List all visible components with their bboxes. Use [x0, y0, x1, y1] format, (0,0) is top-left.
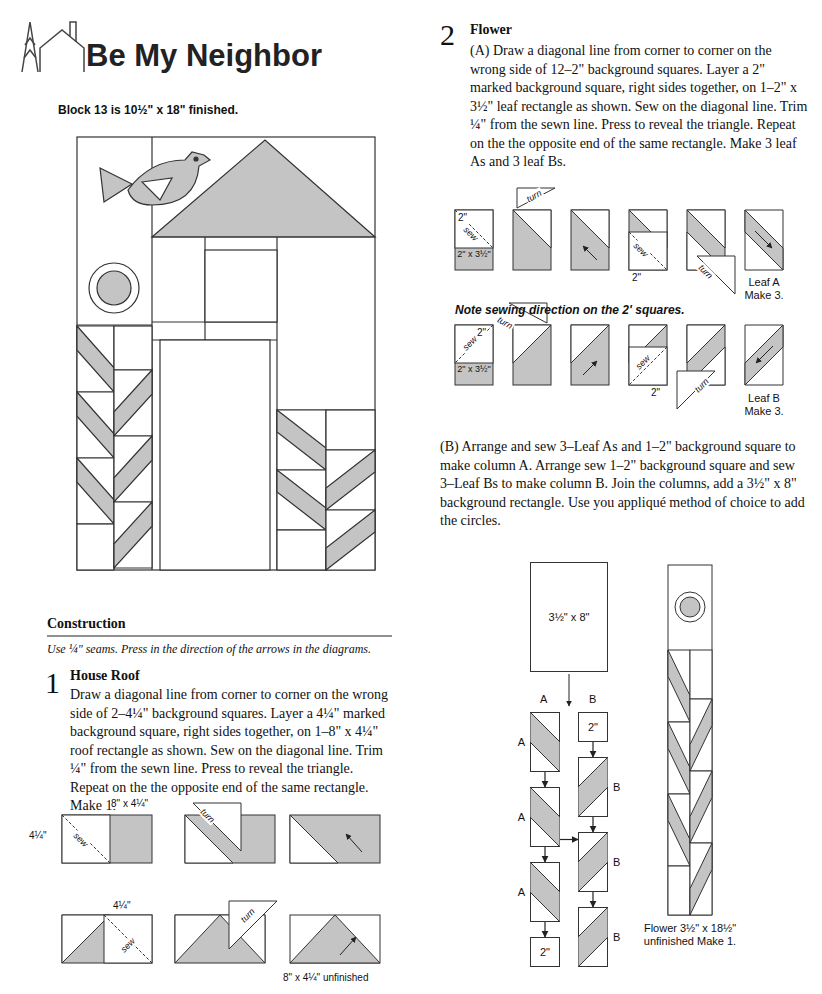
step-text: (B) Arrange and sew 3–Leaf As and 1–2" b…	[440, 438, 810, 531]
assembly-arrow	[592, 742, 593, 757]
assembly-arrow	[544, 847, 545, 862]
unit-caption: Leaf B Make 3.	[738, 392, 790, 418]
background-square: 2"	[578, 712, 608, 742]
unit-outline	[578, 832, 608, 892]
unit-caption: Flower 3½" x 18½" unfinished Make 1.	[630, 922, 750, 948]
dimension-label: 2" x 3½"	[456, 365, 492, 375]
column-label: A	[540, 693, 547, 705]
section-heading: Construction	[47, 616, 126, 632]
leaf-unit: A	[530, 862, 560, 922]
dimension-label: 2"	[540, 946, 550, 958]
unit-outline	[530, 712, 560, 772]
assembly-arrow	[592, 892, 593, 907]
unit-outline	[578, 907, 608, 967]
leaf-unit: B	[578, 832, 608, 892]
column-letter: B	[613, 856, 620, 868]
step-number: 2	[440, 20, 455, 50]
column-letter: A	[518, 886, 525, 898]
step-text: (A) Draw a diagonal line from corner to …	[470, 42, 810, 172]
dimension-label: 2"	[631, 272, 642, 283]
dimension-label: 8" x 4¼" unfinished	[282, 972, 370, 983]
leaf-unit: B	[578, 757, 608, 817]
background-rectangle: 3½" x 8"	[530, 562, 608, 672]
assembly-arrow	[544, 772, 545, 787]
step-number: 1	[45, 668, 60, 698]
unit-outline	[578, 757, 608, 817]
unit-outline	[530, 787, 560, 847]
column-letter: A	[518, 736, 525, 748]
dimension-label: 2"	[650, 387, 661, 398]
assembly-arrow	[592, 817, 593, 832]
dimension-label: 2"	[476, 327, 487, 338]
step-heading: Flower	[470, 22, 512, 38]
sewing-note: Note sewing direction on the 2' squares.	[455, 303, 685, 317]
column-letter: B	[613, 931, 620, 943]
leaf-unit: A	[530, 787, 560, 847]
dimension-label: 2" x 3½"	[456, 250, 492, 260]
assembly-arrow	[544, 922, 545, 937]
column-label: B	[589, 693, 596, 705]
assembly-arrow	[560, 839, 578, 840]
leaf-unit: A	[530, 712, 560, 772]
dimension-label: 2"	[588, 721, 598, 733]
dimension-label: 3½" x 8"	[549, 611, 590, 623]
column-letter: A	[518, 811, 525, 823]
background-square: 2"	[530, 937, 560, 967]
seam-note: Use ¼" seams. Press in the direction of …	[47, 642, 371, 657]
step-heading: House Roof	[70, 668, 140, 684]
block-size-note: Block 13 is 10½" x 18" finished.	[58, 103, 238, 117]
dimension-label: 2"	[457, 212, 468, 223]
dimension-label: 4¼"	[112, 900, 131, 911]
dimension-label: 8" x 4¼"	[110, 798, 149, 809]
leaf-unit: B	[578, 907, 608, 967]
dimension-label: 4¼"	[28, 830, 47, 841]
column-letter: B	[613, 781, 620, 793]
step-text: Draw a diagonal line from corner to corn…	[70, 686, 395, 816]
unit-outline	[530, 862, 560, 922]
page-title: Be My Neighbor	[86, 38, 322, 74]
unit-caption: Leaf A Make 3.	[738, 276, 790, 302]
